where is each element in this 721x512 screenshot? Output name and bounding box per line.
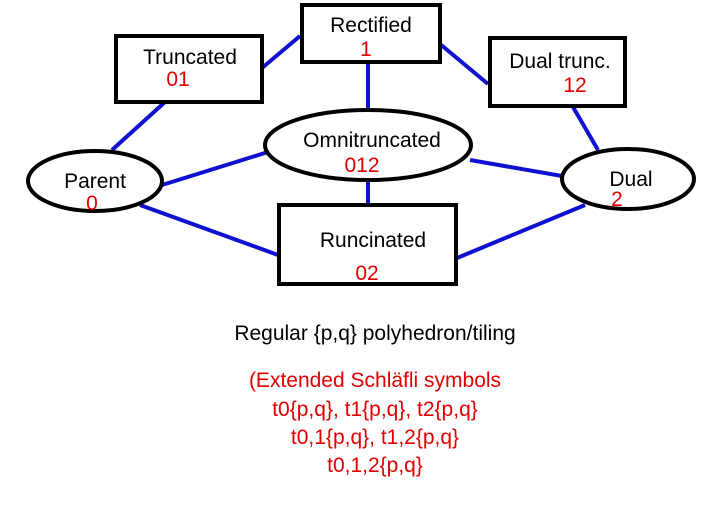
node-index: 012: [344, 154, 379, 177]
node-index: 12: [563, 74, 586, 97]
node-label: Rectified: [330, 14, 412, 37]
edge-omnitruncated-dual: [469, 158, 563, 178]
node-index: 0: [86, 192, 98, 215]
edge-dual-runcinated: [456, 203, 586, 260]
edge-parent-runcinated: [139, 203, 279, 257]
node-omnitruncated: Omnitruncated 012: [263, 108, 473, 182]
node-index: 01: [166, 68, 189, 91]
edge-rectified-dual-trunc: [438, 42, 490, 86]
node-dual-trunc: Dual trunc. 12: [488, 36, 627, 108]
edges: [110, 34, 600, 260]
node-rectified: Rectified 1: [300, 3, 442, 64]
caption-line: t0,1,2{p,q}: [327, 454, 423, 477]
node-parent: Parent 0: [26, 149, 164, 215]
node-runcinated: Runcinated 02: [277, 203, 458, 286]
node-label: Parent: [64, 170, 126, 193]
edge-truncated-parent: [110, 100, 167, 152]
node-index: 02: [355, 262, 378, 285]
node-label: Omnitruncated: [303, 129, 441, 152]
caption-line: t0{p,q}, t1{p,q}, t2{p,q}: [272, 398, 478, 421]
node-dual: Dual 2: [560, 147, 696, 211]
node-index: 2: [611, 188, 623, 211]
caption-title: Regular {p,q} polyhedron/tiling: [234, 322, 516, 345]
node-truncated: Truncated 01: [114, 34, 264, 104]
edge-omnitruncated-parent: [161, 150, 269, 187]
node-label: Truncated: [143, 46, 237, 69]
caption-line: (Extended Schläfli symbols: [248, 369, 502, 392]
node-label: Dual: [609, 168, 652, 191]
caption-line: t0,1{p,q}, t1,2{p,q}: [290, 426, 460, 449]
edge-truncated-rectified: [260, 34, 302, 70]
node-label: Dual trunc.: [509, 50, 611, 73]
edge-dual-trunc-dual: [571, 105, 600, 152]
node-index: 1: [360, 38, 372, 61]
node-label: Runcinated: [320, 229, 426, 252]
